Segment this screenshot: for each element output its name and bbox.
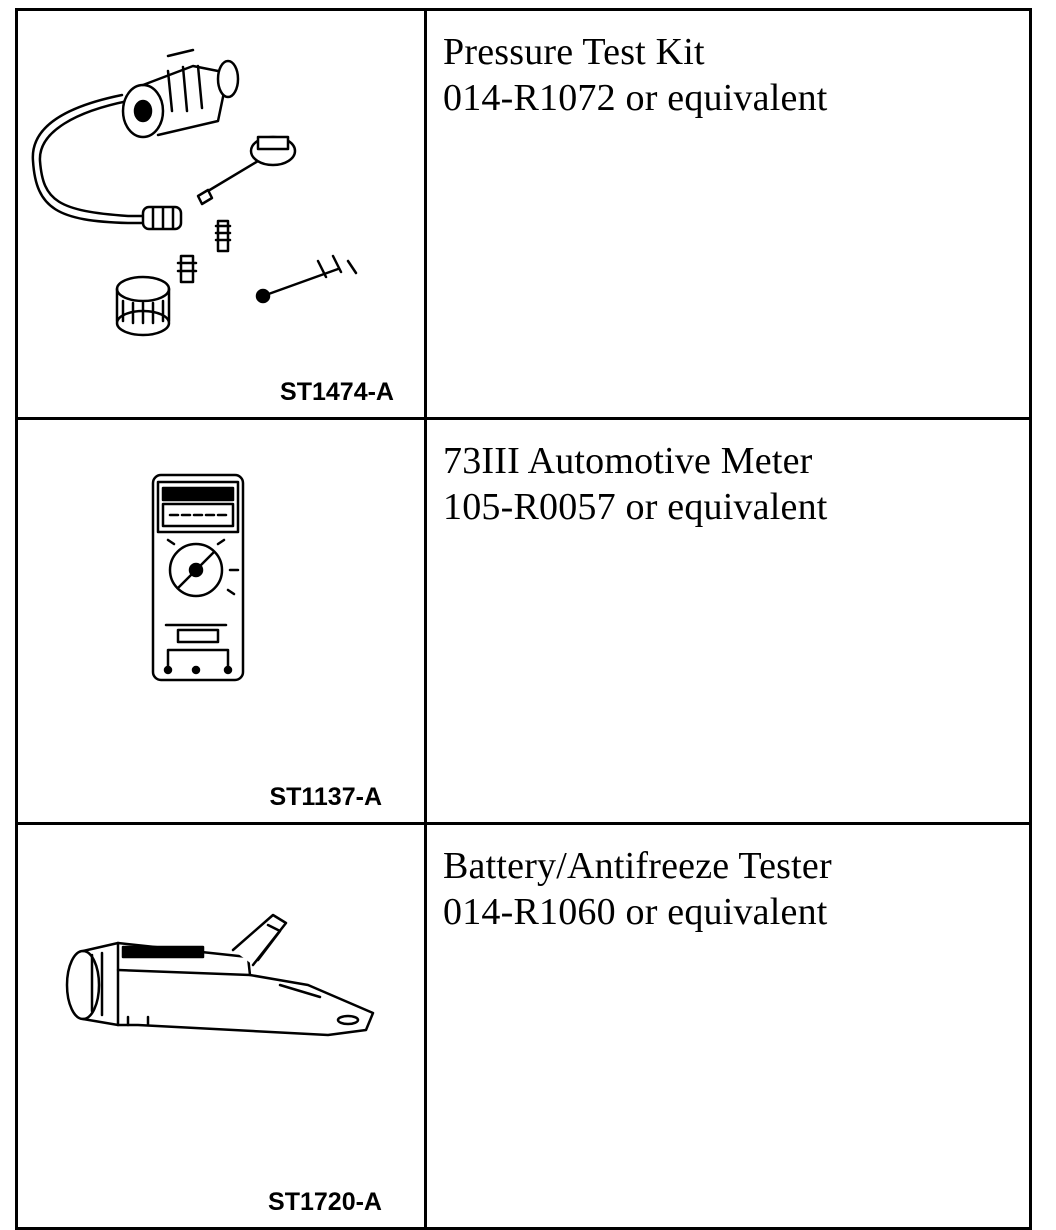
tool-number: 014-R1072 or equivalent (443, 77, 828, 119)
tool-image-cell: ST1137-A (15, 417, 427, 825)
automotive-meter-illustration (151, 473, 245, 682)
tool-image-cell: ST1474-A (15, 8, 427, 420)
tool-row: ST1137-A 73III Automotive Meter 105-R005… (15, 417, 1032, 825)
tool-table: ST1474-A Pressure Test Kit 014-R1072 or … (15, 8, 1032, 1230)
image-code-label: ST1720-A (268, 1188, 382, 1216)
tool-image-cell: ST1720-A (15, 822, 427, 1230)
image-code-label: ST1474-A (280, 378, 394, 406)
tool-name: Pressure Test Kit (443, 31, 705, 73)
tool-description-cell: Pressure Test Kit 014-R1072 or equivalen… (424, 8, 1032, 420)
tool-name: 73III Automotive Meter (443, 440, 813, 482)
tool-description-cell: Battery/Antifreeze Tester 014-R1060 or e… (424, 822, 1032, 1230)
tool-name: Battery/Antifreeze Tester (443, 845, 832, 887)
tool-description-cell: 73III Automotive Meter 105-R0057 or equi… (424, 417, 1032, 825)
tool-number: 105-R0057 or equivalent (443, 486, 828, 528)
pressure-test-kit-illustration (31, 48, 358, 337)
tool-row: ST1474-A Pressure Test Kit 014-R1072 or … (15, 8, 1032, 420)
tool-number: 014-R1060 or equivalent (443, 891, 828, 933)
tool-row: ST1720-A Battery/Antifreeze Tester 014-R… (15, 822, 1032, 1230)
image-code-label: ST1137-A (269, 783, 382, 811)
refractometer-illustration (65, 913, 375, 1037)
